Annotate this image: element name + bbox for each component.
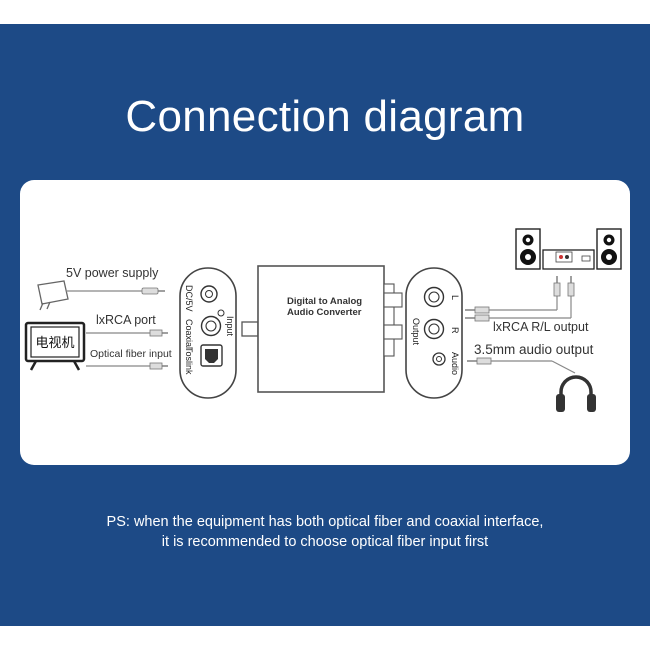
speaker-right-icon: [596, 228, 622, 270]
optical-input-label: Optical fiber input: [90, 348, 172, 360]
power-supply-label: 5V power supply: [66, 266, 159, 280]
note-line-2: it is recommended to choose optical fibe…: [161, 534, 489, 550]
r-label: R: [450, 327, 460, 334]
headphones-icon: [556, 375, 596, 412]
tv-label: 电视机: [35, 335, 74, 350]
audio-label: Audio: [450, 352, 460, 375]
rca-port-label: lxRCA port: [96, 313, 156, 327]
device-label-line1: Digital to Analog: [287, 296, 362, 307]
input-label: Input: [225, 316, 235, 337]
page-title: Connection diagram: [125, 92, 525, 141]
speaker-left-icon: [515, 228, 541, 270]
tv-icon: [24, 321, 86, 371]
aux-output-cable: [467, 357, 576, 374]
note-line-1: PS: when the equipment has both optical …: [106, 514, 544, 530]
l-label: L: [450, 295, 460, 300]
left-cables: [86, 329, 168, 370]
output-panel: [405, 267, 463, 399]
rca-output-cable: [465, 276, 575, 322]
aux-output-label: 3.5mm audio output: [474, 342, 594, 357]
converter-device: [241, 265, 403, 393]
status-led: [217, 309, 225, 317]
input-panel: [179, 267, 237, 399]
note-text: PS: when the equipment has both optical …: [0, 512, 650, 552]
amplifier-icon: [542, 249, 595, 270]
rca-output-label: lxRCA R/L output: [493, 320, 589, 334]
coaxial-label: Coaxial: [184, 319, 194, 349]
device-label-line2: Audio Converter: [287, 307, 362, 318]
toslink-label: Toslink: [184, 347, 194, 375]
dc5v-label: DC/5V: [184, 285, 194, 312]
power-adapter-icon: [37, 280, 165, 311]
output-label: Output: [411, 318, 421, 346]
